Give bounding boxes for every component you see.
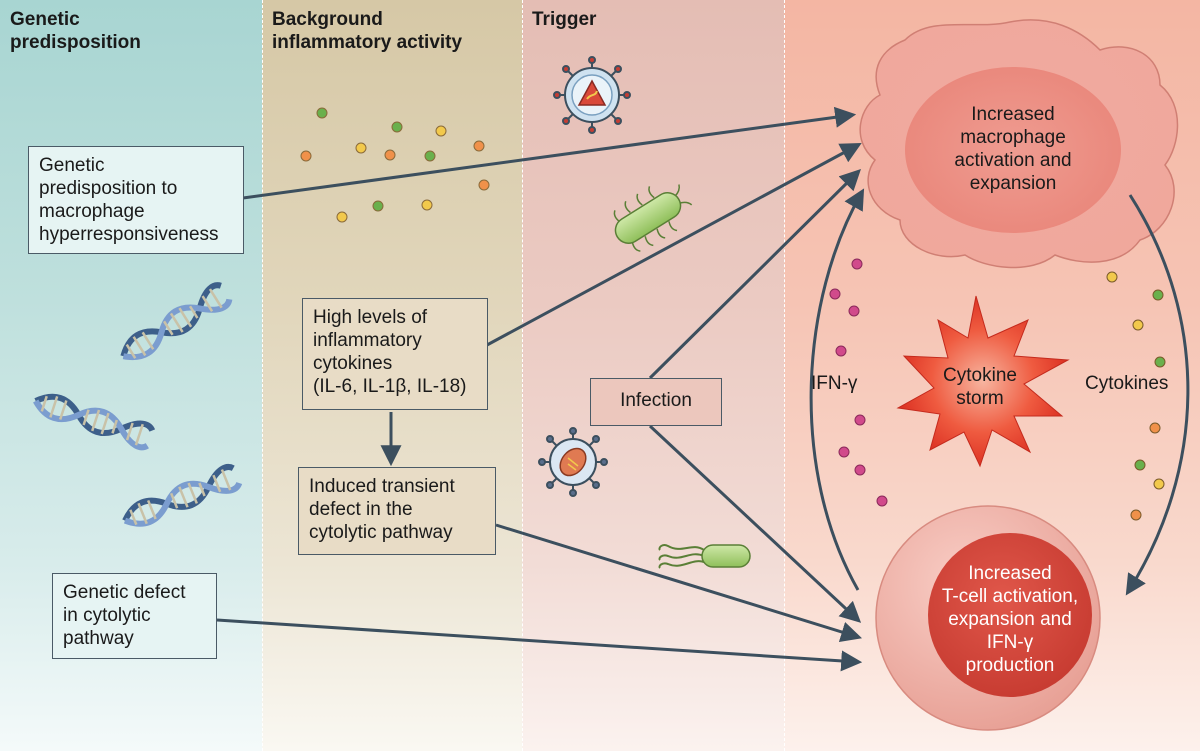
- cytokine-dots: [1106, 271, 1166, 521]
- cytokine-dot-icon: [1134, 459, 1146, 471]
- cytokine-dot-icon: [435, 125, 447, 137]
- cytokine-dot-icon: [854, 464, 866, 476]
- genetic-predisposition-title: Genetic predisposition: [10, 9, 141, 53]
- cytokine-dot-icon: [1154, 356, 1166, 368]
- cytokine-dot-icon: [1152, 289, 1164, 301]
- cytokine-dot-icon: [1130, 509, 1142, 521]
- cytokine-dot-icon: [1153, 478, 1165, 490]
- genetic-defect-box: Genetic defect in cytolytic pathway: [52, 573, 217, 659]
- arrow-defect-to-tcell: [495, 523, 863, 643]
- arrow-tcell-to-macrophage-ifn: [809, 188, 865, 591]
- cytokine-dot-icon: [1132, 319, 1144, 331]
- bacterium-icon: [658, 544, 751, 569]
- arrow-genetic-defect-to-tcell: [216, 618, 863, 672]
- cytokine-dot-icon: [473, 140, 485, 152]
- trigger-title: Trigger: [532, 9, 597, 30]
- cytokine-storm-label: Cytokine storm: [943, 365, 1017, 409]
- cytokine-dot-icon: [876, 495, 888, 507]
- t-cell-label: Increased T-cell activation, expansion a…: [941, 563, 1079, 676]
- dna-icon: [120, 282, 233, 361]
- cytokines-label: Cytokines: [1085, 373, 1169, 394]
- dna-icon: [122, 463, 243, 527]
- cytokine-dot-icon: [421, 199, 433, 211]
- cytokine-dot-icon: [838, 446, 850, 458]
- cytokine-dot-icon: [829, 288, 841, 300]
- macrophage-nucleus: [905, 67, 1121, 233]
- cytokine-dot-icon: [1149, 422, 1161, 434]
- dna-icon: [33, 393, 156, 451]
- genetic-predisposition-box: Genetic predisposition to macrophage hyp…: [28, 146, 244, 254]
- cytokine-dot-icon: [851, 258, 863, 270]
- background-inflammatory-title: Background inflammatory activity: [272, 9, 463, 53]
- inflammatory-cytokines-box: High levels of inflammatory cytokines (I…: [302, 298, 488, 410]
- cytokine-storm-star: [896, 295, 1070, 468]
- virus-icon: [538, 427, 608, 497]
- arrows: [216, 106, 1190, 672]
- virus-icon: [553, 56, 631, 134]
- arrow-cytokines-to-macrophage: [486, 143, 862, 347]
- t-cell-nucleus: [928, 533, 1092, 697]
- cytokine-dot-icon: [355, 142, 367, 154]
- arrow-infection-to-tcell: [648, 424, 862, 623]
- cytokine-dot-icon: [1106, 271, 1118, 283]
- arrow-genetic-to-macrophage: [242, 106, 857, 200]
- ifn-gamma-label: IFN-γ: [811, 373, 858, 394]
- cytokine-dot-icon: [391, 121, 403, 133]
- cytokine-dot-icon: [848, 305, 860, 317]
- cytokine-dot-icon: [835, 345, 847, 357]
- cytokine-dot-icon: [300, 150, 312, 162]
- ifn-gamma-dots: [829, 258, 888, 507]
- bacterium-icon: [613, 184, 693, 252]
- arrow-infection-to-macrophage: [648, 169, 861, 380]
- background-cytokine-dots: [300, 107, 490, 223]
- cytokine-dot-icon: [316, 107, 328, 119]
- induced-defect-box: Induced transient defect in the cytolyti…: [298, 467, 496, 555]
- infection-box: Infection: [590, 378, 722, 426]
- cytokine-dot-icon: [384, 149, 396, 161]
- arrow-macrophage-to-tcell-cytokines: [1125, 194, 1190, 596]
- macrophage-label: Increased macrophage activation and expa…: [954, 104, 1072, 194]
- cytokine-dot-icon: [372, 200, 384, 212]
- cytokine-dot-icon: [424, 150, 436, 162]
- cytokine-dot-icon: [336, 211, 348, 223]
- cytokine-dot-icon: [478, 179, 490, 191]
- cytokine-dot-icon: [854, 414, 866, 426]
